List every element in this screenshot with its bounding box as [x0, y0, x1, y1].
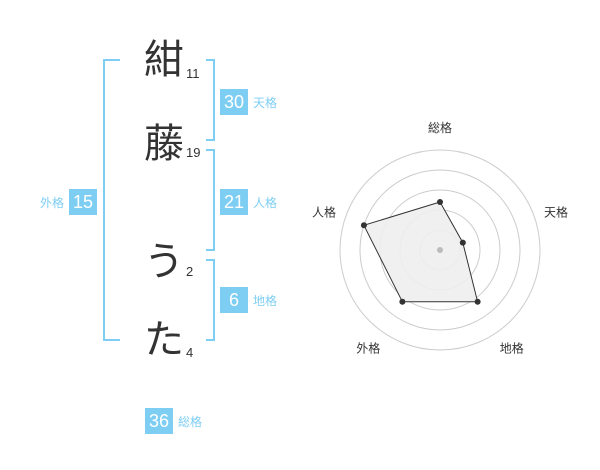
radar-ring-5 [339, 149, 541, 351]
name-char-1: 紺 [144, 37, 184, 83]
radar-point-0 [437, 199, 443, 205]
radar-label-4: 人格 [312, 204, 336, 219]
stroke-count-2: 19 [186, 145, 201, 160]
soukaku-badge: 36 総格 [145, 408, 202, 434]
tenkaku-value: 30 [220, 89, 248, 115]
tenkaku-bracket [206, 59, 215, 141]
stroke-count-1: 11 [186, 66, 200, 81]
gaikaku-value: 15 [69, 189, 98, 215]
radar-label-0: 総格 [428, 120, 452, 135]
radar-center [437, 247, 443, 253]
stroke-count-3: 2 [186, 264, 194, 279]
name-char-3: う [144, 239, 184, 285]
radar-label-2: 地格 [500, 341, 524, 356]
soukaku-value: 36 [145, 408, 173, 434]
chikaku-badge: 6 地格 [220, 287, 277, 313]
name-char-2: 藤 [144, 121, 184, 167]
chikaku-value: 6 [220, 287, 248, 313]
tenkaku-label: 天格 [253, 95, 278, 110]
radar-ring-4 [359, 169, 521, 331]
radar-label-3: 外格 [356, 341, 380, 356]
chikaku-bracket [206, 259, 215, 341]
radar-point-4 [360, 222, 367, 229]
outer-bracket [103, 59, 120, 341]
tenkaku-badge: 30 天格 [220, 89, 277, 115]
chikaku-label: 地格 [253, 293, 278, 308]
jinkaku-value: 21 [220, 189, 248, 215]
jinkaku-badge: 21 人格 [220, 189, 277, 215]
radar-points [360, 199, 481, 305]
radar-point-3 [399, 298, 406, 305]
stroke-count-4: 4 [186, 345, 194, 360]
jinkaku-bracket [206, 149, 215, 251]
radar-point-2 [474, 298, 481, 305]
gaikaku-badge: 外格 15 [40, 189, 98, 215]
name-char-4: た [144, 317, 184, 363]
gaikaku-label: 外格 [40, 195, 65, 210]
soukaku-label: 総格 [178, 414, 203, 429]
jinkaku-label: 人格 [253, 195, 278, 210]
radar-point-1 [459, 239, 466, 246]
radar-area [363, 201, 479, 303]
radar-label-1: 天格 [544, 204, 568, 219]
